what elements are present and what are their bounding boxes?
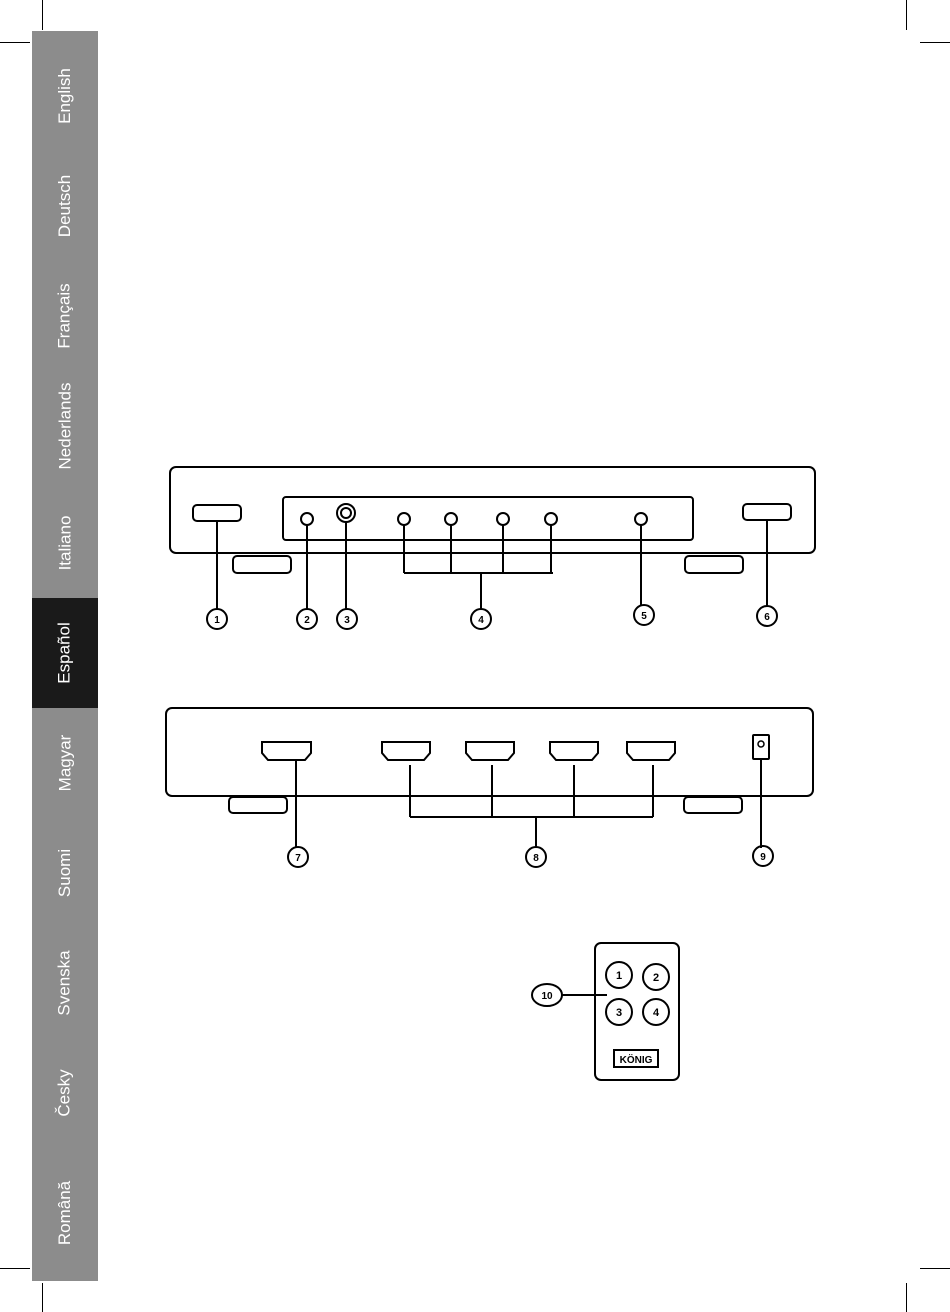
callout-9-text: 9 xyxy=(760,852,766,863)
remote-button-2-label: 2 xyxy=(653,972,659,984)
hdmi-input-port-3-icon xyxy=(550,742,598,760)
front-foot-right xyxy=(685,556,743,573)
hdmi-input-port-2-icon xyxy=(466,742,514,760)
callout-10-text: 10 xyxy=(541,991,553,1002)
callout-1-text: 1 xyxy=(214,615,220,626)
callout-7-text: 7 xyxy=(295,853,301,864)
front-foot-left xyxy=(233,556,291,573)
callout-3-text: 3 xyxy=(344,615,350,626)
front-panel xyxy=(170,467,815,610)
callout-8-text: 8 xyxy=(533,853,539,864)
input-led-1-icon xyxy=(398,513,410,525)
front-window-right xyxy=(743,504,791,520)
hdmi-input-port-1-icon xyxy=(382,742,430,760)
callout-2-text: 2 xyxy=(304,615,310,626)
callout-6-text: 6 xyxy=(764,612,770,623)
callout-4-text: 4 xyxy=(478,615,484,626)
power-led-icon xyxy=(301,513,313,525)
hdmi-output-port-icon xyxy=(262,742,311,760)
remote-button-1-label: 1 xyxy=(616,970,622,982)
back-foot-right xyxy=(684,797,742,813)
back-foot-left xyxy=(229,797,287,813)
remote-button-4-label: 4 xyxy=(653,1007,660,1019)
dc-power-jack-hole xyxy=(758,741,764,747)
input-led-2-icon xyxy=(445,513,457,525)
ir-receiver-icon xyxy=(635,513,647,525)
remote-button-3-label: 3 xyxy=(616,1007,622,1019)
front-window-left xyxy=(193,505,241,521)
select-button-icon xyxy=(337,504,355,522)
callout-5-text: 5 xyxy=(641,611,647,622)
remote-brand-logo: KÖNIG xyxy=(620,1053,653,1066)
select-button-inner xyxy=(341,508,351,518)
back-panel xyxy=(166,708,813,848)
hdmi-input-port-4-icon xyxy=(627,742,675,760)
input-led-3-icon xyxy=(497,513,509,525)
input-led-4-icon xyxy=(545,513,557,525)
